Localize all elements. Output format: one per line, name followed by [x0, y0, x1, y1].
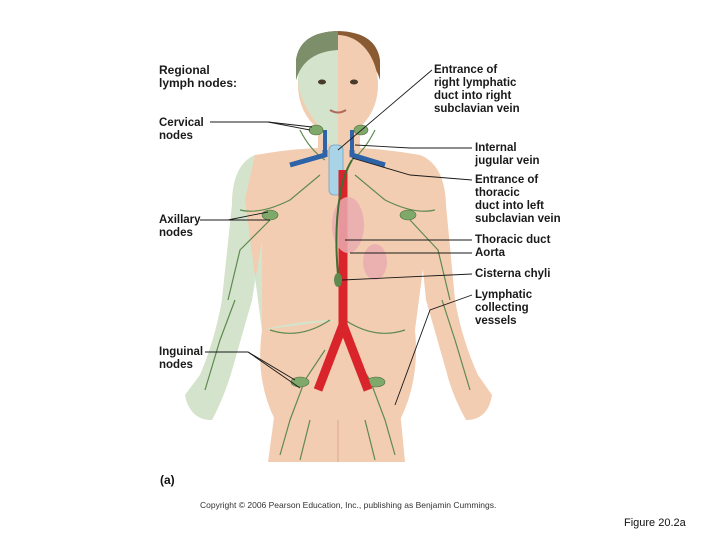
cisterna-chyli: [334, 273, 342, 287]
label-axillary-nodes: Axillary nodes: [159, 214, 201, 239]
thoracic-duct: [335, 159, 353, 276]
label-thoracic-duct: Thoracic duct: [475, 234, 551, 246]
lymphatic-collecting-vessels: [204, 129, 471, 461]
label-inguinal-nodes: Inguinal nodes: [159, 346, 204, 371]
axillary-node-cluster: [261, 209, 279, 221]
veins: [289, 130, 386, 168]
leader-lines: [200, 69, 473, 406]
label-aorta: Aorta: [475, 247, 506, 259]
heart: [332, 197, 364, 253]
label-regional-lymph-nodes: Regional lymph nodes:: [159, 63, 238, 90]
panel-label: (a): [160, 473, 175, 487]
copyright-notice: Copyright © 2006 Pearson Education, Inc.…: [200, 500, 497, 510]
right-subclavian-vein: [289, 150, 328, 168]
label-cervical-nodes: Cervical nodes: [159, 117, 204, 142]
label-lymphatic-collecting-vessels: Lymphatic collecting vessels: [475, 289, 533, 327]
label-right-lymphatic-duct-entrance: Entrance of right lymphatic duct into ri…: [434, 64, 520, 115]
right-lymph-region: [185, 35, 338, 420]
label-internal-jugular-vein: Internal jugular vein: [475, 142, 540, 167]
left-subclavian-vein: [349, 150, 386, 168]
inguinal-node-cluster: [290, 376, 310, 388]
arm-left: [418, 155, 492, 420]
label-cisterna-chyli: Cisterna chyli: [475, 268, 551, 280]
label-thoracic-duct-entrance: Entrance of thoracic duct into left subc…: [475, 174, 561, 225]
figure-caption: Figure 20.2a: [624, 517, 686, 529]
